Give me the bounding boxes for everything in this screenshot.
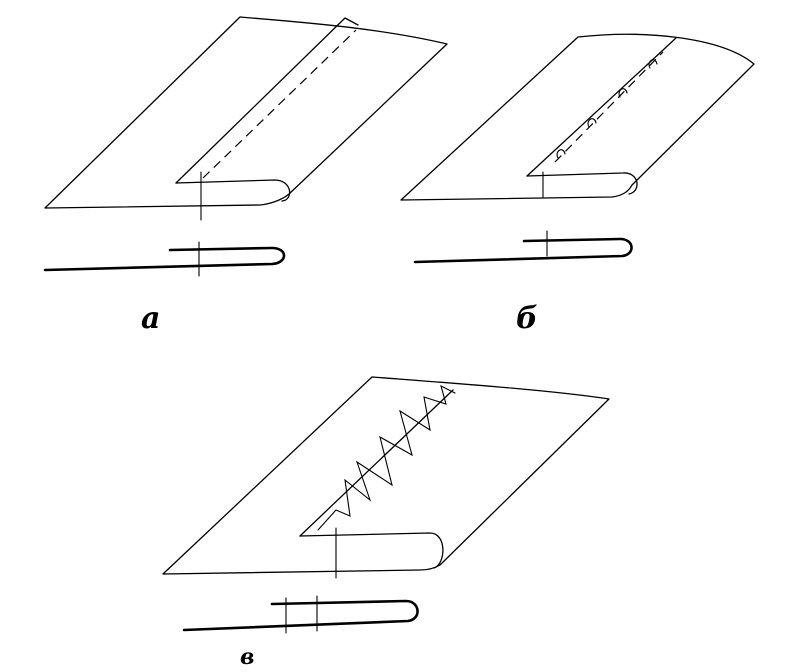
panel-v-fabric <box>162 376 610 579</box>
panel-a-section-profile <box>43 246 286 272</box>
panel-v-section-profile <box>182 599 419 632</box>
panel-a-hem-edge <box>175 17 359 184</box>
panel-a-label: а <box>141 301 161 336</box>
panel-b-hem-fold <box>526 172 638 195</box>
panel-v-cross-section <box>182 595 419 634</box>
panel-v-fabric-outline <box>162 376 610 575</box>
panel-v-hem-edge <box>299 389 454 537</box>
panel-a-fabric <box>44 16 448 221</box>
panel-b-blind-stitch <box>554 51 664 163</box>
panel-a-fabric-outline <box>44 16 448 209</box>
panel-b-fabric-outline <box>400 33 755 201</box>
panel-b-cross-section <box>413 230 633 264</box>
panel-a-hem-fold <box>175 179 291 202</box>
panel-b-hem-edge <box>526 37 677 177</box>
panel-b-stitch-loops <box>556 59 658 159</box>
panel-v-hem-fold <box>299 532 444 569</box>
panel-v-label: в <box>240 644 255 670</box>
panel-b-label: б <box>516 301 538 336</box>
panel-a-stitch-line <box>202 29 357 179</box>
panel-a-cross-section <box>43 241 286 277</box>
panel-v-zigzag-stitch <box>317 384 456 531</box>
panel-b-fabric <box>400 33 755 201</box>
panel-b-section-profile <box>413 237 633 264</box>
